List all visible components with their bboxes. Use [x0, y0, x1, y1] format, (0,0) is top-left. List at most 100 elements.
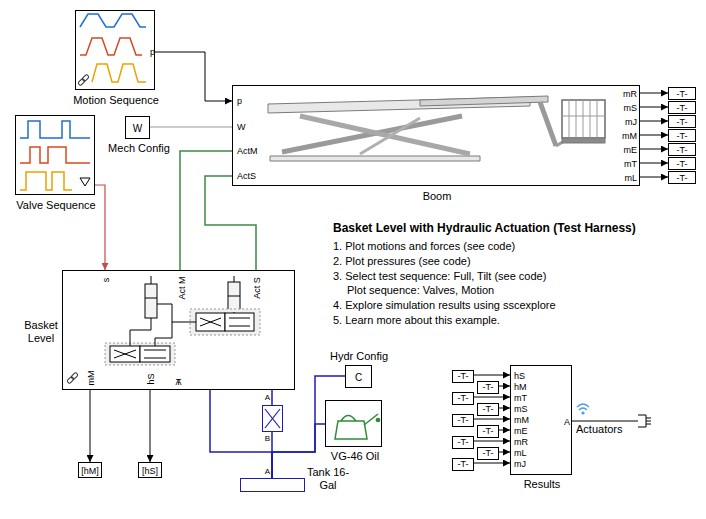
- port-label: mM: [514, 415, 529, 426]
- signal-line: [474, 441, 510, 442]
- port-label: -T-: [458, 437, 469, 448]
- port-label: -T-: [677, 89, 688, 100]
- block-label: VG-46 Oil: [331, 450, 379, 463]
- can-body: [335, 421, 367, 439]
- note-text: 5. Learn more about this example.: [333, 314, 500, 327]
- signal-line: [474, 375, 510, 376]
- port-label: -T-: [677, 173, 688, 184]
- constant-block: WMech Config: [125, 116, 150, 139]
- goto-tag: -T-: [668, 129, 696, 142]
- port-label: mE: [514, 426, 528, 437]
- waveform: [80, 14, 146, 27]
- restriction-cross: [265, 409, 280, 428]
- signal-line: [499, 386, 510, 387]
- boom-telescope: [420, 96, 548, 106]
- waveform: [20, 121, 90, 138]
- valve-arrows: [114, 350, 166, 358]
- piston: [145, 298, 157, 299]
- port-label: mL: [624, 173, 637, 184]
- link-ring: [78, 78, 86, 86]
- signal-line: [95, 185, 105, 270]
- port-label: mJ: [625, 117, 637, 128]
- basket-bars: [562, 100, 605, 138]
- boom-subsystem: pWActMActSmRmSmJmMmEmTmLBoom: [232, 85, 640, 186]
- hydraulic-subsystem: sAct MAct SmMhSATBasket Level: [62, 270, 295, 390]
- goto-tag: -T-: [668, 101, 696, 114]
- port-label: -T-: [458, 393, 469, 404]
- port-label: -T-: [677, 117, 688, 128]
- valve-waveforms: [20, 121, 90, 190]
- boom-base: [270, 156, 480, 161]
- from-tag: -T-: [452, 392, 474, 405]
- port-label: W: [133, 123, 142, 135]
- port-label: W: [237, 122, 246, 133]
- basket-cage: [562, 100, 605, 138]
- block-label: Motion Sequence: [73, 94, 159, 107]
- restriction-symbol: [265, 409, 280, 428]
- port-label: -T-: [458, 415, 469, 426]
- waveform: [92, 64, 146, 82]
- signal-line: [640, 107, 668, 108]
- port-label: -T-: [677, 131, 688, 142]
- port-label: -T-: [483, 426, 494, 437]
- signal-line: [90, 390, 91, 462]
- waveform: [20, 147, 90, 163]
- port-label: [hS]: [142, 466, 158, 477]
- valve: [225, 313, 254, 331]
- port-label: hS: [146, 373, 157, 384]
- waveform: [80, 38, 142, 55]
- goto-tag: [hS]: [138, 462, 162, 478]
- block-label: Valve Sequence: [16, 199, 95, 212]
- port-label: mM: [622, 131, 637, 142]
- from-tag: -T-: [477, 425, 499, 438]
- port-label: A: [564, 417, 570, 428]
- goto-tag: -T-: [668, 87, 696, 100]
- signal-arc: [579, 408, 587, 410]
- signal-line: [640, 177, 668, 178]
- port-label: mT: [514, 393, 527, 404]
- logging-icon: [577, 404, 589, 414]
- port-label: -T-: [483, 382, 494, 393]
- restriction-cross: [265, 409, 280, 428]
- signal-line: [640, 121, 668, 122]
- port-label: mM: [86, 371, 97, 386]
- valve: [140, 346, 170, 362]
- goto-tag: -T-: [668, 115, 696, 128]
- from-tag: -T-: [477, 447, 499, 460]
- port-label: mE: [624, 145, 638, 156]
- pipe: [130, 304, 234, 346]
- port-label: -T-: [677, 145, 688, 156]
- from-tag: -T-: [452, 414, 474, 427]
- valve-arrows: [200, 318, 250, 326]
- boom-arm: [360, 118, 420, 154]
- fluid-properties-block: VG-46 Oil: [325, 400, 382, 447]
- signal-line: [640, 163, 668, 164]
- signal-builder-block: pMotion Sequence: [75, 10, 155, 90]
- mechanical-connection: [205, 176, 256, 270]
- signal-line: [572, 421, 638, 422]
- cylinder: [228, 282, 240, 312]
- link-ring: [71, 372, 79, 380]
- port-label: ActM: [237, 146, 258, 157]
- port-label: mS: [624, 103, 638, 114]
- results-subsystem: hShMmTmSmMmEmRmLmJAResults: [510, 365, 572, 475]
- boom-illustration: [268, 96, 605, 161]
- port-label: p: [150, 47, 155, 58]
- title-text: Basket Level with Hydraulic Actuation (T…: [333, 221, 636, 235]
- note-text: Plot sequence: Valves, Motion: [347, 284, 494, 297]
- block-label: Hydr Config: [330, 350, 388, 363]
- port-label: mJ: [514, 459, 526, 470]
- port-label: -T-: [458, 371, 469, 382]
- oil-can-icon: [335, 414, 380, 439]
- port-label: s: [101, 278, 112, 283]
- port-label: hS: [514, 371, 525, 382]
- note-text: 2. Plot pressures (see code): [333, 255, 471, 268]
- oil-drop: [376, 418, 379, 421]
- signal-builder-block: Valve Sequence: [15, 115, 95, 195]
- signal-line: [640, 93, 668, 94]
- note-text: 3. Select test sequence: Full, Tilt (see…: [333, 270, 546, 283]
- port-label: mS: [514, 404, 528, 415]
- signal-line: [474, 463, 510, 464]
- port-label: C: [355, 372, 362, 384]
